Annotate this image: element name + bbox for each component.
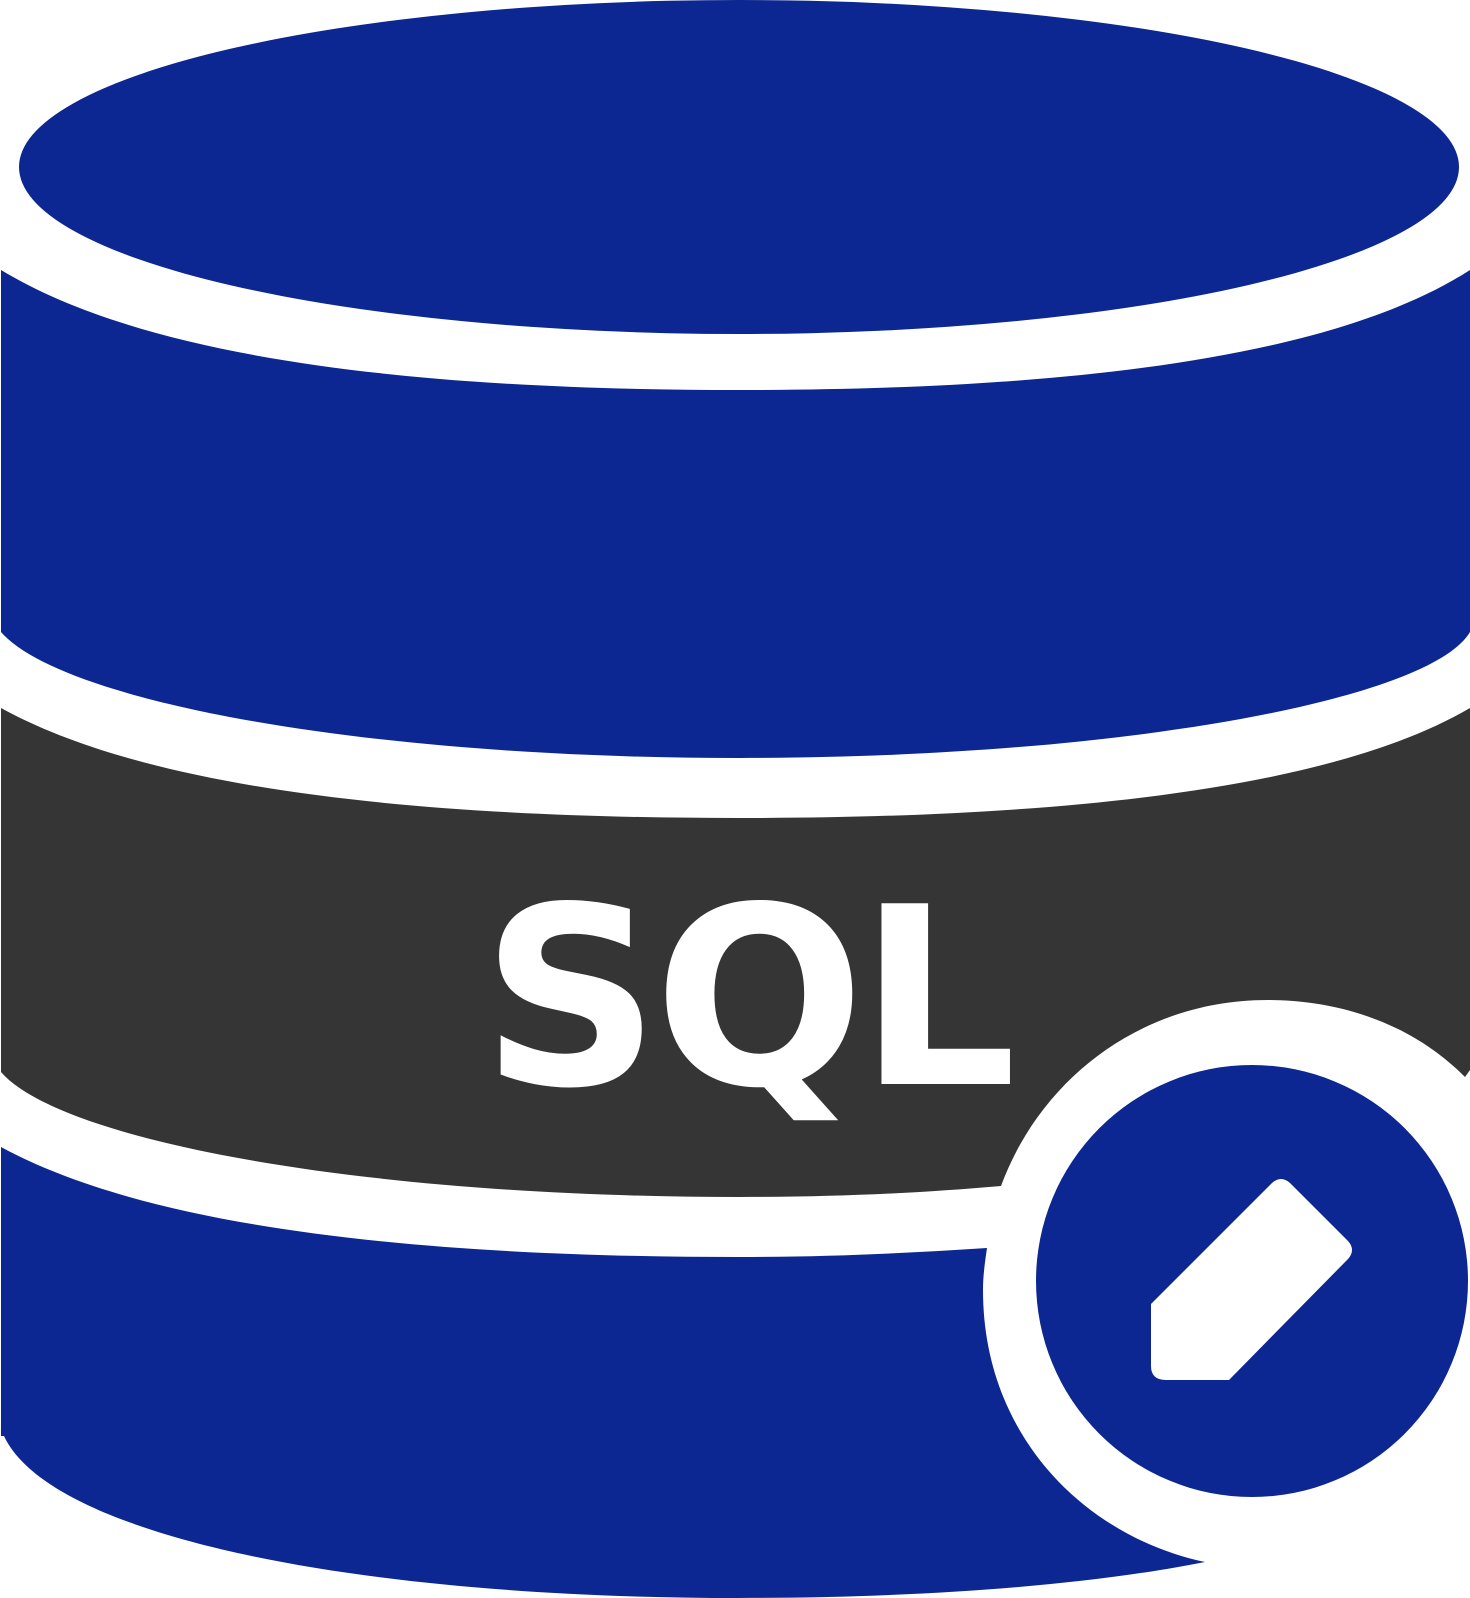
- database-top-disk: [19, 0, 1459, 334]
- pencil-icon: [1151, 1179, 1352, 1380]
- database-lower-band: [1, 1147, 1205, 1598]
- database-upper-band: [1, 270, 1470, 758]
- edit-badge: [1036, 1065, 1468, 1497]
- database-middle-band: [1, 708, 1470, 1197]
- sql-label: SQL: [481, 855, 1010, 1143]
